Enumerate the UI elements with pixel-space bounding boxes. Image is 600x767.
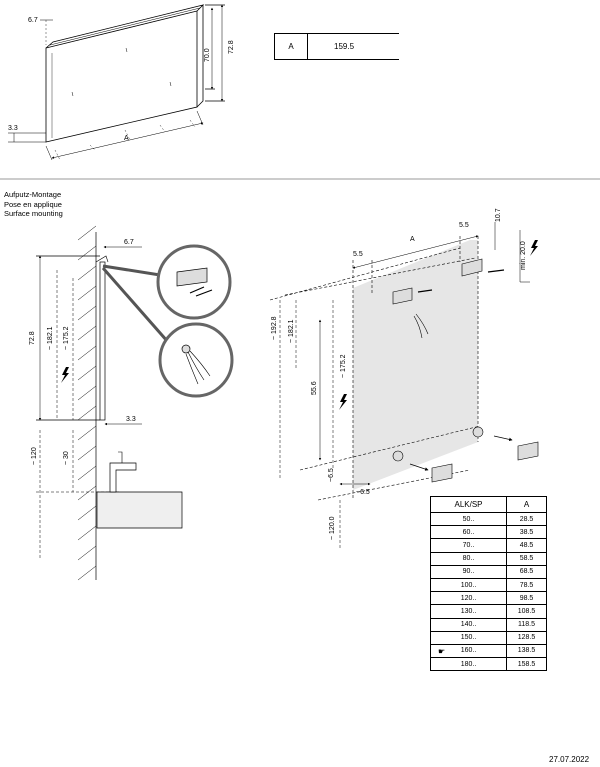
size-table: ALK/SP A 50.. 28.5 60.. 38.5 70.. 48.5 80.. 58.…	[430, 496, 547, 672]
dim-side-h-182: ~ 182.1	[47, 326, 54, 350]
dim-side-30: ~ 30	[63, 451, 70, 465]
a-value-cell: 138.5	[506, 643, 547, 659]
size-cell: 150..	[430, 630, 507, 645]
size-value: 130..	[460, 607, 477, 615]
a-value-cell: 158.5	[506, 657, 547, 672]
a-box-value: 159.5	[334, 42, 355, 51]
dim-side-h-total: 72.8	[29, 331, 36, 345]
size-value: 140..	[460, 621, 477, 629]
size-cell: 120..	[430, 591, 507, 606]
section-title: Aufputz-Montage Pose en applique Surface…	[4, 190, 63, 219]
a-value-cell: 128.5	[506, 630, 547, 645]
dim-side-h-175: ~ 175.2	[63, 326, 70, 350]
size-value: 80..	[462, 555, 475, 563]
table-row: 130.. 108.5	[430, 604, 547, 619]
dim-front-1821: ~ 182.1	[288, 319, 295, 343]
table-row: 180.. 158.5	[430, 657, 547, 672]
side-view	[36, 225, 183, 581]
lightning-icon	[339, 394, 347, 410]
dim-top-width: A	[124, 135, 129, 142]
size-cell: 180..	[430, 657, 507, 672]
dim-front-min20: min. 20.0	[520, 241, 527, 270]
pointing-hand-icon: ☛	[438, 646, 446, 656]
dim-top-thickness: 3.3	[8, 125, 18, 132]
table-header-a: A	[506, 496, 547, 513]
table-row: 120.. 98.5	[430, 591, 547, 606]
size-cell: 100..	[430, 577, 507, 593]
dim-side-120: ~ 120	[31, 447, 38, 465]
detail-cable-circle	[158, 322, 234, 398]
size-cell: 60..	[430, 525, 507, 540]
table-row: 90.. 68.5	[430, 564, 547, 579]
size-value: 60..	[462, 528, 475, 536]
size-value: 90..	[462, 568, 475, 576]
size-value: 100..	[460, 581, 477, 589]
size-value: 70..	[462, 541, 475, 549]
dim-front-556: 55.6	[311, 381, 318, 395]
a-value-cell: 108.5	[506, 604, 547, 619]
lightning-icon	[61, 367, 69, 383]
table-row: 70.. 48.5	[430, 538, 547, 553]
a-value-cell: 118.5	[506, 617, 547, 632]
dim-front-55-left: 5.5	[353, 251, 363, 258]
dim-side-depth: 6.7	[124, 239, 134, 246]
a-value-cell: 38.5	[506, 525, 547, 540]
front-mounting-view	[269, 222, 539, 550]
dim-front-55-right: 5.5	[459, 222, 469, 229]
a-value-cell: 78.5	[506, 577, 547, 593]
size-cell: 90..	[430, 564, 507, 579]
document-date: 27.07.2022	[549, 755, 590, 764]
a-value-cell: 58.5	[506, 551, 547, 566]
a-value-cell: 28.5	[506, 511, 547, 527]
dim-front-107: 10.7	[495, 208, 502, 222]
size-value: 50..	[462, 515, 475, 523]
dim-front-1200: ~ 120.0	[329, 516, 336, 540]
size-value: 160..	[460, 647, 477, 655]
size-value: 150..	[460, 634, 477, 642]
a-box-label: A	[275, 34, 308, 59]
dim-front-1928: ~ 192.8	[271, 316, 278, 340]
dim-front-65-v: ~6.5	[328, 468, 335, 482]
table-row: 50.. 28.5	[430, 511, 547, 527]
size-value: 120..	[460, 594, 477, 602]
dim-top-h-total: 72.8	[228, 40, 235, 54]
table-row: 140.. 118.5	[430, 617, 547, 632]
lightning-icon	[530, 240, 538, 256]
table-row: ☛ 160.. 138.5	[430, 643, 547, 659]
dim-front-1752: ~ 175.2	[340, 354, 347, 378]
table-row: 80.. 58.5	[430, 551, 547, 566]
table-row: 150.. 128.5	[430, 630, 547, 645]
dim-front-65-h: ~6.5	[356, 489, 370, 496]
a-value-cell: 98.5	[506, 591, 547, 606]
table-row: 100.. 78.5	[430, 577, 547, 593]
size-cell: 70..	[430, 538, 507, 553]
table-header-size: ALK/SP	[430, 496, 507, 513]
title-en: Surface mounting	[4, 209, 63, 218]
a-value-cell: 68.5	[506, 564, 547, 579]
a-value-box: A 159.5	[274, 33, 399, 60]
size-cell: ☛ 160..	[430, 643, 507, 659]
dim-front-a: A	[410, 236, 415, 243]
size-cell: 50..	[430, 511, 507, 527]
a-value-cell: 48.5	[506, 538, 547, 553]
title-de: Aufputz-Montage	[4, 190, 62, 199]
dim-top-h-inner: 70.0	[204, 48, 211, 62]
size-cell: 140..	[430, 617, 507, 632]
size-cell: 130..	[430, 604, 507, 619]
size-cell: 80..	[430, 551, 507, 566]
mirror-perspective-view	[8, 4, 225, 161]
dim-top-depth: 6.7	[28, 17, 38, 24]
detail-bracket-circle	[156, 244, 232, 320]
dim-side-bracket: 3.3	[126, 416, 136, 423]
size-value: 180..	[460, 660, 477, 668]
table-row: 60.. 38.5	[430, 525, 547, 540]
title-fr: Pose en applique	[4, 199, 62, 209]
